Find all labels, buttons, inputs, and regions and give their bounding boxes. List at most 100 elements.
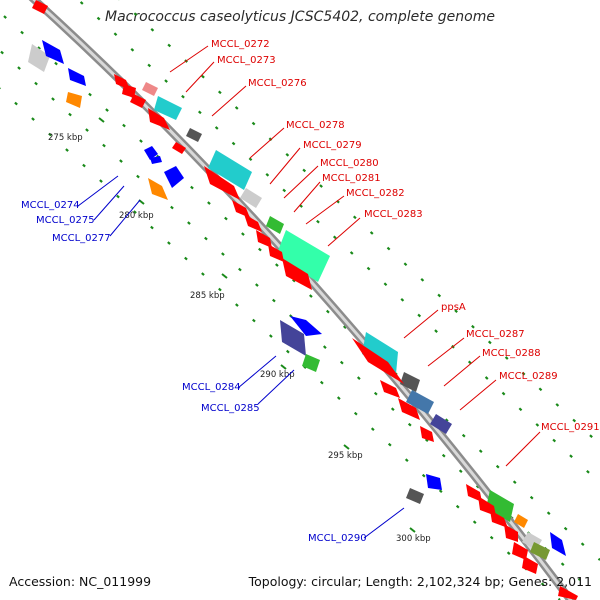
cog-feature-green <box>486 490 514 522</box>
gene-arrow-reverse <box>426 474 442 490</box>
cog-feature-cyan <box>208 150 252 190</box>
cog-feature-lightgray <box>28 44 50 72</box>
tick-label: 300 kbp <box>396 534 431 544</box>
gene-arrow-forward <box>420 426 434 442</box>
leader-line <box>211 85 247 117</box>
gene-label: MCCL_0281 <box>322 173 381 184</box>
track-guide-inner-1 <box>76 0 600 485</box>
gene-arrow-reverse <box>550 532 566 556</box>
leader-line <box>505 431 541 467</box>
leader-line <box>403 309 439 339</box>
cog-feature-lightgray <box>240 188 262 208</box>
gene-label: MCCL_0287 <box>466 329 525 340</box>
track-guide-inner-2 <box>118 0 600 446</box>
gene-arrow-forward <box>352 338 404 384</box>
leader-line <box>257 369 295 405</box>
cog-feature-orange <box>66 92 82 108</box>
gene-label: MCCL_0273 <box>217 55 276 66</box>
gene-label: MCCL_0291 <box>541 422 600 433</box>
leader-line <box>459 379 497 411</box>
cog-feature-purple <box>280 320 306 356</box>
topology-text: Topology: circular; Length: 2,102,324 bp… <box>248 574 592 589</box>
leader-line <box>283 165 319 199</box>
gene-label: MCCL_0277 <box>52 233 111 244</box>
tick-label: 275 kbp <box>48 133 83 143</box>
gene-label: MCCL_0282 <box>346 188 405 199</box>
gene-label: MCCL_0279 <box>303 140 362 151</box>
gene-arrow-reverse <box>290 316 322 336</box>
gene-label: MCCL_0288 <box>482 348 541 359</box>
gene-labels-forward: MCCL_0272 MCCL_0273 MCCL_0276 MCCL_0278 … <box>211 39 600 433</box>
gene-arrow-reverse <box>148 178 168 200</box>
gene-arrow-forward <box>490 510 508 528</box>
gene-arrow-forward <box>504 524 518 542</box>
cog-feature-gray <box>406 488 424 504</box>
gene-arrow-forward <box>130 94 146 108</box>
gene-arrow-forward <box>466 484 482 502</box>
tick-label: 290 kbp <box>260 370 295 380</box>
gene-label: MCCL_0276 <box>248 78 307 89</box>
leader-line <box>237 355 277 389</box>
map-title: Macrococcus caseolyticus JCSC5402, compl… <box>105 9 495 25</box>
gene-arrow-forward <box>172 142 186 154</box>
gene-arrow-forward <box>558 586 578 600</box>
gene-arrow-forward <box>380 380 400 398</box>
gene-arrow-forward <box>522 556 538 574</box>
gene-arrow-forward <box>244 214 262 232</box>
gene-label: MCCL_0275 <box>36 215 95 226</box>
leader-line <box>327 217 361 247</box>
gene-label: MCCL_0280 <box>320 158 379 169</box>
gene-label: ppsA <box>441 302 466 313</box>
position-ticks <box>98 117 416 533</box>
label-leaders-reverse <box>77 175 405 539</box>
gene-label: MCCL_0278 <box>286 120 345 131</box>
gene-arrow-forward <box>232 200 250 218</box>
reverse-genes <box>144 146 566 556</box>
gene-arrow-forward <box>512 542 528 560</box>
leader-line <box>249 127 285 159</box>
gene-arrow-forward <box>148 108 170 130</box>
tick-mark <box>343 444 350 450</box>
gene-label: MCCL_0284 <box>182 382 241 393</box>
cog-feature-cyan <box>154 96 182 120</box>
tick-label: 285 kbp <box>190 291 225 301</box>
leader-line <box>93 185 125 221</box>
tick-mark <box>221 273 228 279</box>
gene-arrow-reverse <box>150 156 162 164</box>
forward-genes <box>32 0 578 600</box>
accession-text: Accession: NC_011999 <box>9 574 152 589</box>
gene-labels-reverse: MCCL_0274 MCCL_0275 MCCL_0277 MCCL_0284 … <box>21 200 367 544</box>
label-leaders-forward <box>169 45 541 467</box>
gene-arrow-reverse <box>144 146 158 160</box>
cog-features <box>28 40 550 560</box>
tick-label: 295 kbp <box>328 451 363 461</box>
leader-line <box>427 337 465 367</box>
leader-line <box>185 61 215 93</box>
gene-label: MCCL_0272 <box>211 39 270 50</box>
tick-mark <box>280 364 287 370</box>
leader-line <box>109 199 141 237</box>
cog-feature-green <box>302 354 320 372</box>
gene-label: MCCL_0283 <box>364 209 423 220</box>
cog-feature-purple <box>430 414 452 434</box>
gene-label: MCCL_0290 <box>308 533 367 544</box>
cog-feature-mint <box>276 230 330 282</box>
leader-line <box>305 195 345 225</box>
leader-line <box>293 181 321 213</box>
gene-arrow-forward <box>282 258 312 290</box>
cog-feature-blue <box>68 68 86 86</box>
leader-line <box>77 175 119 207</box>
leader-line <box>363 507 405 539</box>
cog-feature-steelblue <box>406 390 434 414</box>
gene-arrow-reverse <box>164 166 184 188</box>
tick-mark <box>409 527 416 533</box>
gene-arrow-forward <box>204 166 240 200</box>
cog-feature-olive <box>530 542 550 560</box>
gene-arrow-forward <box>398 398 420 420</box>
leader-line <box>169 45 209 73</box>
track-guide-outer-1 <box>0 87 561 600</box>
cog-feature-gray <box>400 372 420 392</box>
leader-line <box>269 147 301 185</box>
leader-line <box>443 355 481 387</box>
